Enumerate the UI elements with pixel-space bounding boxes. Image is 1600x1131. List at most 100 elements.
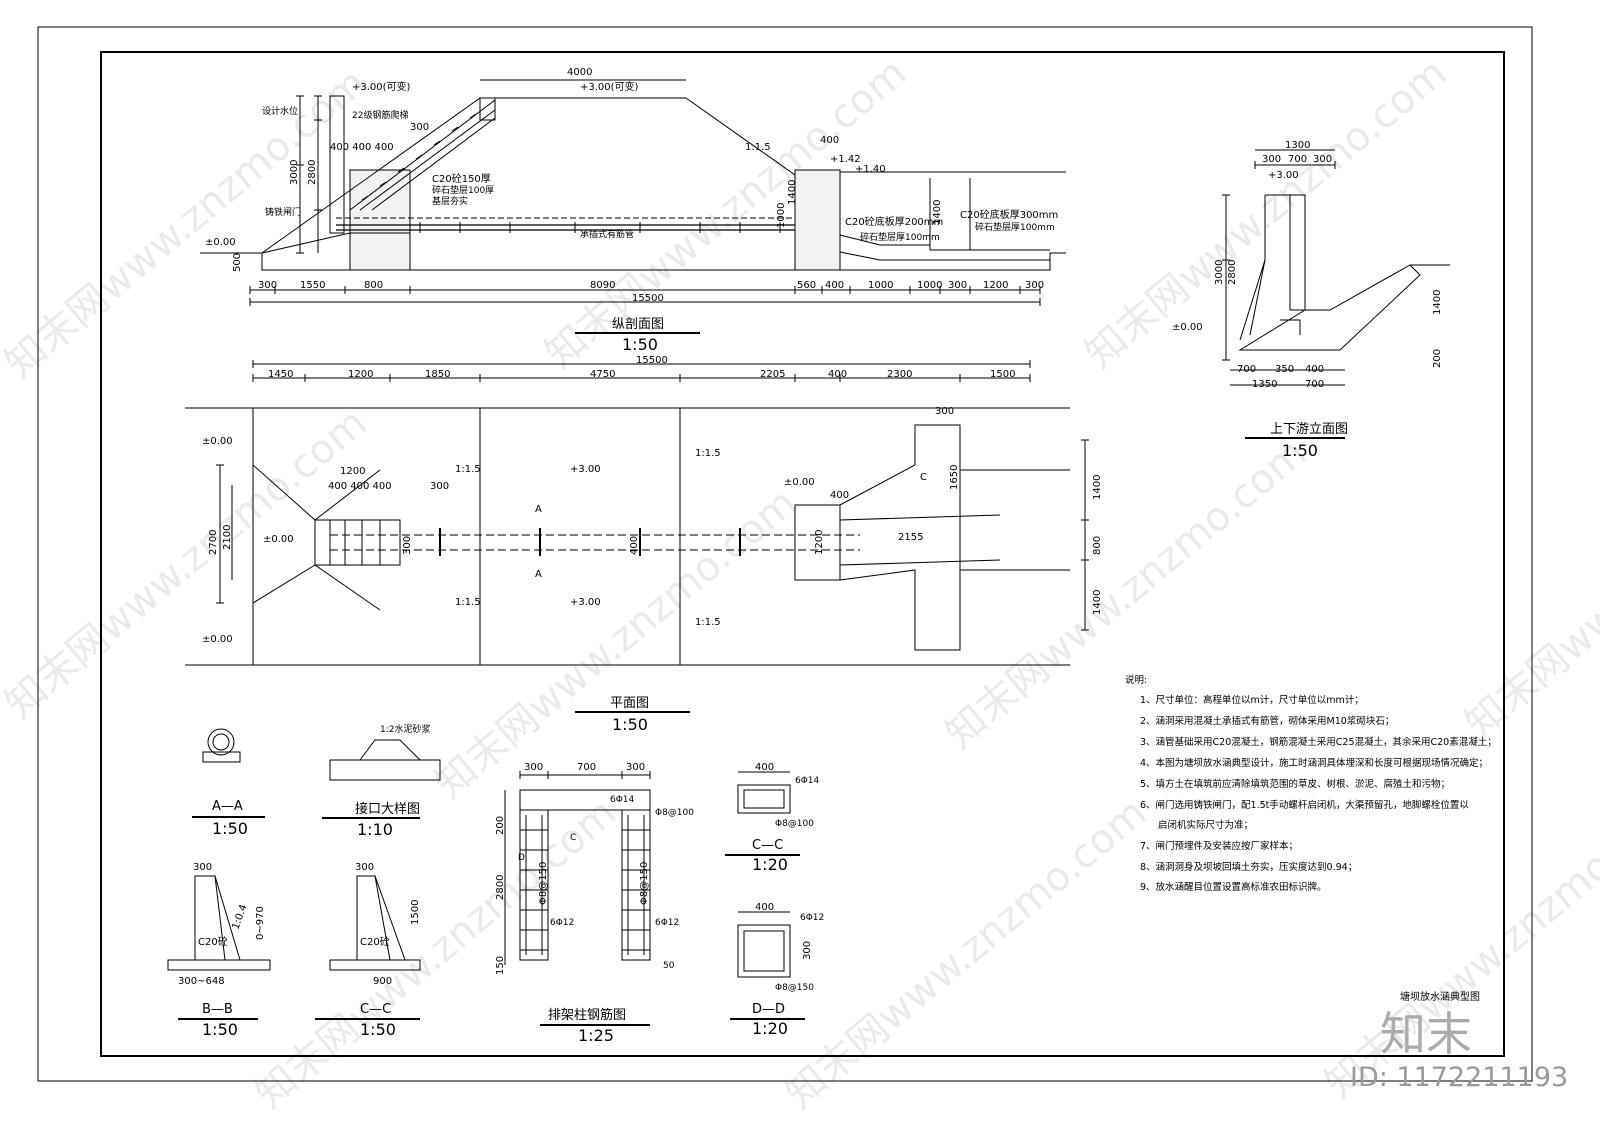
plan-dim-800: 800: [1092, 536, 1103, 555]
design-water-level: 设计水位: [262, 105, 298, 117]
note-9: 9、放水涵醒目位置设置高标准农田标识牌。: [1140, 881, 1327, 893]
brand-logo: 知末: [1380, 1007, 1472, 1061]
plan-dim-400-v: 400: [629, 536, 640, 555]
cc20-8100: Φ8@100: [775, 819, 814, 829]
aa-title: A—A: [212, 799, 243, 814]
watermark: 知末网www.znzmo.com: [1457, 420, 1600, 748]
dim-8090: 8090: [590, 280, 615, 291]
plan-text: 15500 1450 1200 1850 4750 2205 400 2300 …: [202, 355, 1103, 734]
plan-scale: 1:50: [612, 715, 648, 734]
dim-1400-v: 1400: [932, 200, 943, 225]
dd20-dim-400: 400: [755, 902, 774, 913]
bent-612-a: 6Φ12: [550, 918, 574, 928]
elev-dim-400: 400: [1305, 364, 1324, 375]
cc20-dim-400: 400: [755, 762, 774, 773]
dim-2800: 2800: [307, 160, 318, 185]
note-4: 4、本图为塘坝放水涵典型设计，施工时涵洞具体埋深和长度可根据现场情况确定；: [1140, 757, 1488, 769]
watermark: 知末网www.znzmo.com: [0, 400, 375, 728]
plan-dim-2300: 2300: [887, 369, 912, 380]
bent-614: 6Φ14: [610, 795, 635, 805]
watermark: 知末网www.znzmo.com: [0, 60, 375, 388]
bent-8150-a: Φ8@150: [538, 862, 549, 905]
plan-dim-2205: 2205: [760, 369, 785, 380]
plan-dim-300-v: 300: [402, 536, 413, 555]
section-aa: [202, 728, 241, 763]
elev-dim-700: 700: [1288, 154, 1307, 165]
cc-dim-300: 300: [355, 862, 374, 873]
notes-heading: 说明:: [1125, 674, 1147, 686]
elev-dim-700-b: 700: [1237, 364, 1256, 375]
dim-500: 500: [232, 253, 243, 272]
dim-400-b: 400: [825, 280, 844, 291]
elev-level-0: ±0.00: [1172, 322, 1203, 333]
longitudinal-scale: 1:50: [622, 335, 658, 354]
outer-frame: [37, 26, 1533, 1082]
plan-dim-1200: 1200: [348, 369, 373, 380]
elevation-text: 1300 300 700 300 +3.00 ±0.00 700 350 400…: [1172, 140, 1443, 460]
dim-300: 300: [410, 122, 429, 133]
elevation-scale: 1:50: [1282, 441, 1318, 460]
plan-level-3-a: +3.00: [570, 464, 601, 475]
bent-8100: Φ8@100: [655, 808, 694, 818]
plan-dim-1650-v: 1650: [949, 465, 960, 490]
cc20-scale: 1:20: [752, 855, 788, 874]
bent-8150-b: Φ8@150: [639, 862, 650, 905]
bent-dim-200: 200: [495, 816, 506, 835]
elev-dim-350: 350: [1275, 364, 1294, 375]
dim-1400: 1400: [787, 180, 798, 205]
joint-detail: [329, 739, 441, 781]
elev-level-3: +3.00: [1268, 170, 1299, 181]
note-2: 2、涵洞采用混凝土承插式有筋管，砌体采用M10浆砌块石；: [1140, 715, 1394, 727]
plan-dim-1200-b: 1200: [340, 466, 365, 477]
section-cc20: [737, 771, 791, 814]
cc20-title: C—C: [752, 838, 783, 853]
plan-dim-300: 300: [430, 481, 449, 492]
elev-dim-700-c: 700: [1305, 379, 1324, 390]
bent-dim-2800: 2800: [495, 875, 506, 900]
elevation-title: 上下游立面图: [1270, 422, 1348, 437]
bent-sec-d: D: [518, 853, 525, 863]
plan-dim-1400-b: 1400: [1092, 590, 1103, 615]
watermark: 知末网www.znzmo.com: [777, 790, 1155, 1118]
bent-dim-150: 150: [495, 956, 506, 975]
dim-15500: 15500: [632, 293, 664, 304]
plan-section-c: C: [920, 472, 927, 483]
bent-column-rebar: [504, 771, 651, 965]
dim-3000: 3000: [289, 160, 300, 185]
bent-dim-50: 50: [663, 961, 675, 971]
joint-scale: 1:10: [357, 820, 393, 839]
gravel-100mm-label: 碎石垫层厚100mm: [860, 231, 940, 243]
plan-dim-400: 400: [828, 369, 847, 380]
elev-dim-300-a: 300: [1262, 154, 1281, 165]
bb-title: B—B: [202, 1002, 233, 1017]
bent-612-b: 6Φ12: [655, 918, 679, 928]
section-bb: [167, 875, 271, 971]
plan-dim-400x3: 400 400 400: [328, 481, 392, 492]
dim-1200: 1200: [983, 280, 1008, 291]
watermark: 知末网www.znzmo.com: [1077, 50, 1455, 378]
inner-frame: [100, 51, 1505, 1057]
plan-title: 平面图: [610, 696, 649, 711]
plan-dim-1450: 1450: [268, 369, 293, 380]
note-5: 5、填方土在填筑前应清除填筑范围的草皮、树根、淤泥、腐殖土和污物；: [1140, 778, 1450, 790]
watermark: 知末网www.znzmo.com: [937, 430, 1315, 758]
dd20-title: D—D: [752, 1002, 785, 1017]
id-label: ID: 1172211193: [1350, 1062, 1568, 1093]
plan-slope-c: 1:1.5: [695, 448, 721, 459]
c20-300-label: C20砼底板厚300mm: [960, 208, 1058, 221]
aa-scale: 1:50: [212, 819, 248, 838]
plan-slope-d: 1:1.5: [695, 617, 721, 628]
crest-level: +3.00(可变): [580, 80, 639, 93]
bent-dim-300-a: 300: [524, 762, 543, 773]
watermark: 知末网www.znzmo.com: [247, 790, 625, 1118]
bent-scale: 1:25: [578, 1026, 614, 1045]
elev-dim-1300: 1300: [1285, 140, 1310, 151]
level-1.42: +1.42: [830, 154, 861, 165]
note-3: 3、涵管基础采用C20混凝土，钢筋混凝土采用C25混凝土，其余采用C20素混凝土…: [1140, 736, 1497, 748]
plan-dim-1400-a: 1400: [1092, 475, 1103, 500]
plan-dim-15500: 15500: [636, 355, 668, 366]
elev-dim-1400: 1400: [1432, 290, 1443, 315]
dim-1000-v: 1000: [776, 203, 787, 228]
joint-title: 接口大样图: [355, 801, 420, 817]
dim-800: 800: [364, 280, 383, 291]
